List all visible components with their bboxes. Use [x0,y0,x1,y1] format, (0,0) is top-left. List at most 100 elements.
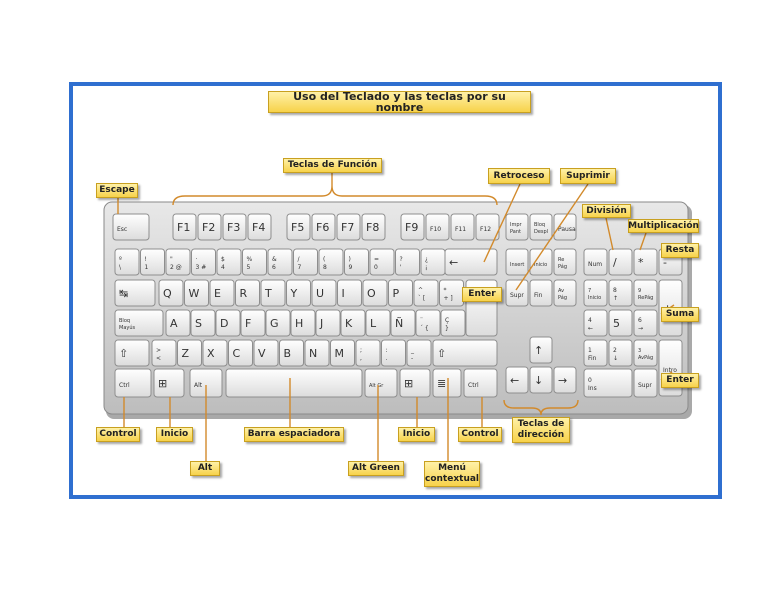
key-row1-7 [293,248,318,276]
key-num-r1-1-label: / [613,256,617,269]
label-teclas-direccion: Teclas de dirección [512,417,570,443]
key-row4-2-label: X [207,347,215,360]
key-win-right [399,368,431,398]
key-row1-12-label: ¿¡ [425,256,428,271]
key-row3-6 [315,309,341,337]
brace-arrow-keys [503,399,579,416]
key-num-r3-0-label: 4← [588,317,593,332]
key-row3-2-label: D [220,317,228,330]
key-row2-8-label: O [367,287,376,300]
key-row1-7-label: /7 [298,256,302,271]
key-row4-5-label: B [284,347,292,360]
key-f11 [450,213,475,241]
key-backspace [444,248,498,276]
key-f1 [172,213,197,241]
key-row2-4 [260,279,286,307]
label-division: División [582,204,631,218]
key-row3-9 [390,309,416,337]
key-win-left-label: ⊞ [158,377,167,390]
key-row2-0-label: Q [163,287,172,300]
label-retroceso: Retroceso [488,168,550,184]
key-f4-label: F4 [252,221,265,234]
key-menu-label: ≣ [437,377,446,390]
key-row3-6-label: J [319,317,323,330]
key-f7 [336,213,361,241]
key-f9-label: F9 [405,221,418,234]
key-arrow-down [529,366,553,394]
key-row3-11 [440,309,466,337]
key-row1-3 [191,248,216,276]
key-row1-4 [216,248,242,276]
key-row2-2 [209,279,235,307]
key-row1-10 [369,248,395,276]
key-row1-9 [344,248,369,276]
key-tab-label: ↹ [119,287,128,300]
key-row3-0 [165,309,191,337]
key-row4-4-label: V [258,347,266,360]
key-arrow-left-label: ← [510,374,519,387]
key-num-enter-label: Intro [663,367,677,374]
leader-division [605,217,614,251]
key-row3-7 [340,309,366,337]
label-alt-green: Alt Green [348,461,404,476]
key-num-r3-2-label: 6→ [638,317,643,332]
key-arrow-right [553,366,577,394]
key-row3-3-label: F [245,317,251,330]
leader-suprimir [515,183,589,291]
key-num-r1-2 [633,248,658,276]
key-row3-5-label: H [295,317,303,330]
key-f5-label: F5 [291,221,304,234]
key-row4-8 [355,339,381,367]
key-row3-0-label: A [170,317,178,330]
key-row2-3-label: R [240,287,248,300]
label-barra-espaciadora: Barra espaciadora [244,427,344,442]
key-menu [432,368,462,398]
key-row3-4 [265,309,291,337]
key-row1-5 [242,248,267,276]
key-caps [114,309,164,337]
label-suma: Suma [661,307,699,322]
key-row2-3 [235,279,260,307]
key-num-8-label: 8↑ [613,287,618,302]
key-f8-label: F8 [366,221,379,234]
key-nav-top-2-label: Pausa [558,226,576,233]
key-row2-6-label: U [316,287,324,300]
key-f3 [222,213,247,241]
key-num-r1-3-label: - [663,256,667,269]
key-row1-1-label: !1 [145,256,149,271]
key-nav-top-1 [529,213,553,241]
key-row3-10 [415,309,441,337]
key-row1-5-label: %5 [247,256,253,271]
key-row2-6 [311,279,337,307]
key-row3-4-label: G [270,317,279,330]
key-alt-label: Alt [194,382,203,389]
key-backspace-label: ← [449,256,458,269]
key-f11-label: F11 [455,226,466,233]
key-row4-8-label: ;, [360,347,362,362]
key-row2-9-label: P [393,287,400,300]
label-enter-numpad: Enter [661,373,699,388]
key-nav-mid1-1-label: Inicio [534,262,547,268]
key-shift-left [114,339,150,367]
key-nav-mid1-0-label: Insert [510,262,524,268]
key-f3-label: F3 [227,221,240,234]
leader-multiplicacion [639,232,647,251]
label-control-right: Control [458,427,502,442]
key-row4-10 [406,339,432,367]
key-row1-8-label: (8 [323,256,327,271]
key-row4-6 [304,339,330,367]
key-f10 [425,213,450,241]
key-row1-1 [140,248,165,276]
key-nav-mid2-1-label: Fin [534,292,543,299]
key-row4-9-label: :. [386,347,388,362]
key-num-r3-1 [608,309,633,337]
leader-retroceso [483,183,521,263]
key-row2-10-label: ^` [ [418,287,425,302]
key-ctrl-right [463,368,498,398]
key-row2-11-label: *+ ] [444,287,453,302]
key-row2-5-label: Y [290,287,298,300]
